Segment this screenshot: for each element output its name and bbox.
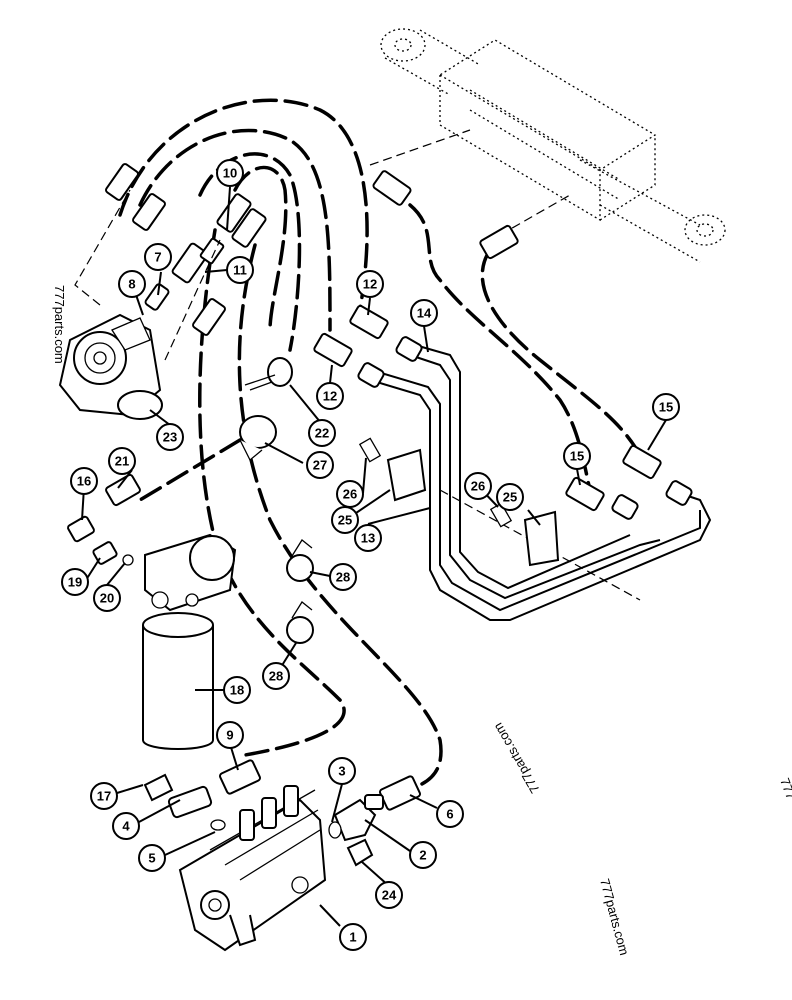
hoses — [118, 98, 642, 787]
callout-label: 27 — [313, 458, 327, 473]
callout-label: 19 — [68, 575, 82, 590]
callout-26-left: 26 — [336, 480, 364, 508]
callout-label: 12 — [323, 389, 337, 404]
callout-label: 18 — [230, 683, 244, 698]
callout-14: 14 — [410, 299, 438, 327]
callout-19: 19 — [61, 568, 89, 596]
callout-label: 10 — [223, 166, 237, 181]
fittings-middle — [313, 170, 693, 520]
callout-label: 2 — [419, 848, 426, 863]
callout-label: 3 — [338, 764, 345, 779]
valve-fittings — [143, 759, 421, 867]
callout-15-right: 15 — [652, 393, 680, 421]
callout-6: 6 — [436, 800, 464, 828]
callout-20: 20 — [93, 584, 121, 612]
callout-label: 5 — [148, 851, 155, 866]
callout-24: 24 — [375, 881, 403, 909]
callout-label: 11 — [233, 263, 247, 278]
steering-cylinder — [369, 28, 726, 263]
callout-label: 6 — [446, 807, 453, 822]
callout-label: 16 — [77, 474, 91, 489]
callout-4: 4 — [112, 812, 140, 840]
callout-label: 26 — [343, 487, 357, 502]
callout-label: 23 — [163, 430, 177, 445]
callout-label: 28 — [336, 570, 350, 585]
callout-label: 4 — [122, 819, 130, 834]
callout-18: 18 — [223, 676, 251, 704]
callout-5: 5 — [138, 844, 166, 872]
callout-label: 20 — [100, 591, 114, 606]
callout-label: 12 — [363, 277, 377, 292]
callout-27: 27 — [306, 451, 334, 479]
callout-28-upper: 28 — [329, 563, 357, 591]
callout-label: 7 — [154, 250, 161, 265]
callout-label: 13 — [361, 531, 375, 546]
callout-12-upper: 12 — [356, 270, 384, 298]
filter-assembly — [67, 473, 237, 750]
callout-7: 7 — [144, 243, 172, 271]
callout-label: 25 — [503, 490, 517, 505]
callout-9: 9 — [216, 721, 244, 749]
callout-label: 25 — [338, 513, 352, 528]
callout-10: 10 — [216, 159, 244, 187]
callout-17: 17 — [90, 782, 118, 810]
callout-13: 13 — [354, 524, 382, 552]
steering-motor — [58, 313, 163, 420]
callout-11: 11 — [226, 256, 254, 284]
callout-3: 3 — [328, 757, 356, 785]
callout-label: 8 — [128, 277, 135, 292]
callout-label: 26 — [471, 479, 485, 494]
callout-label: 22 — [315, 426, 329, 441]
callout-15-left: 15 — [563, 442, 591, 470]
watermark-left: 777parts.com — [52, 285, 67, 364]
callout-label: 15 — [570, 449, 584, 464]
callout-label: 28 — [269, 669, 283, 684]
callout-label: 14 — [417, 306, 432, 321]
callout-label: 21 — [115, 454, 129, 469]
callout-label: 24 — [382, 888, 397, 903]
callout-12-lower: 12 — [316, 382, 344, 410]
watermark-bottom-right: 777parts.com — [597, 877, 632, 957]
callout-label: 17 — [97, 789, 111, 804]
callout-22: 22 — [308, 419, 336, 447]
callout-28-lower: 28 — [262, 662, 290, 690]
callout-16: 16 — [70, 467, 98, 495]
callout-26-right: 26 — [464, 472, 492, 500]
callout-25-left: 25 — [331, 506, 359, 534]
callout-2: 2 — [409, 841, 437, 869]
callout-8: 8 — [118, 270, 146, 298]
watermark-center: 777parts.com — [490, 720, 542, 796]
fittings-upper-left — [74, 163, 267, 361]
watermark-edge-right: 777 — [777, 776, 792, 802]
callout-label: 15 — [659, 400, 673, 415]
callout-21: 21 — [108, 447, 136, 475]
callout-1: 1 — [339, 923, 367, 951]
control-valve — [178, 785, 327, 952]
callout-label: 9 — [226, 728, 233, 743]
callout-label: 1 — [349, 930, 356, 945]
clamps — [239, 357, 560, 644]
callout-23: 23 — [156, 423, 184, 451]
callout-25-right: 25 — [496, 483, 524, 511]
